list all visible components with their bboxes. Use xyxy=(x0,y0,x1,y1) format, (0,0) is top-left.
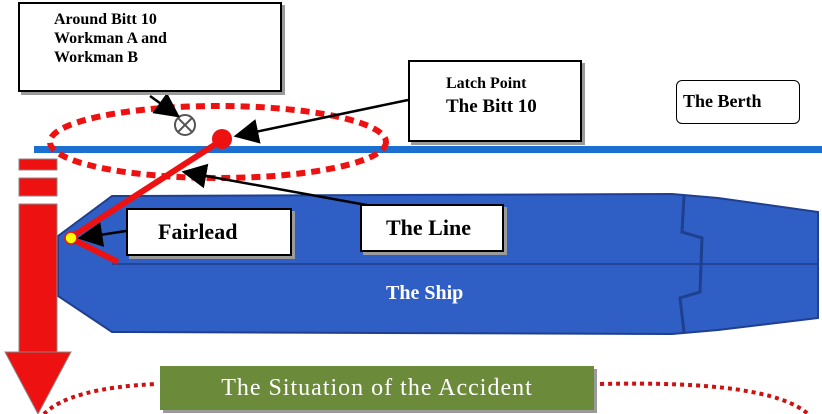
ship-bulkhead xyxy=(678,195,704,333)
caption-text: The Situation of the Accident xyxy=(221,374,533,401)
bitt-10-point xyxy=(212,129,232,149)
latch-point-line-2: The Bitt 10 xyxy=(446,96,537,117)
workmen-callout-line-3: Workman B xyxy=(54,49,139,66)
fairlead-point xyxy=(64,231,78,245)
workmen-callout-line-1: Around Bitt 10 xyxy=(54,11,157,28)
fairlead-label: Fairlead xyxy=(158,219,238,244)
accident-dotted-curve-left xyxy=(42,382,157,414)
workmen-callout-line-2: Workman A and xyxy=(54,30,167,47)
accident-dotted-curve-right xyxy=(599,381,810,414)
movement-arrow xyxy=(4,158,72,414)
workmen-callout-arrow xyxy=(149,92,181,118)
berth-label: The Berth xyxy=(683,91,762,111)
berth-line xyxy=(34,146,822,153)
bitt-area-ellipse xyxy=(47,103,389,181)
workmen-callout: Around Bitt 10 Workman A and Workman B xyxy=(18,2,282,92)
fairlead-label-box: Fairlead xyxy=(126,208,292,256)
latch-point-line-1: Latch Point xyxy=(446,75,527,92)
ship-label: The Ship xyxy=(386,282,464,304)
line-label: The Line xyxy=(386,215,471,240)
line-callout-arrow xyxy=(181,163,373,208)
fairlead-callout-arrow xyxy=(77,222,127,247)
diagram-caption: The Situation of the Accident xyxy=(160,366,594,410)
workman-position-icon xyxy=(174,114,196,136)
latch-callout-arrow xyxy=(233,98,409,144)
latch-point-callout: Latch Point The Bitt 10 xyxy=(408,60,582,142)
line-label-box: The Line xyxy=(360,204,504,252)
berth-label-box: The Berth xyxy=(676,80,800,124)
